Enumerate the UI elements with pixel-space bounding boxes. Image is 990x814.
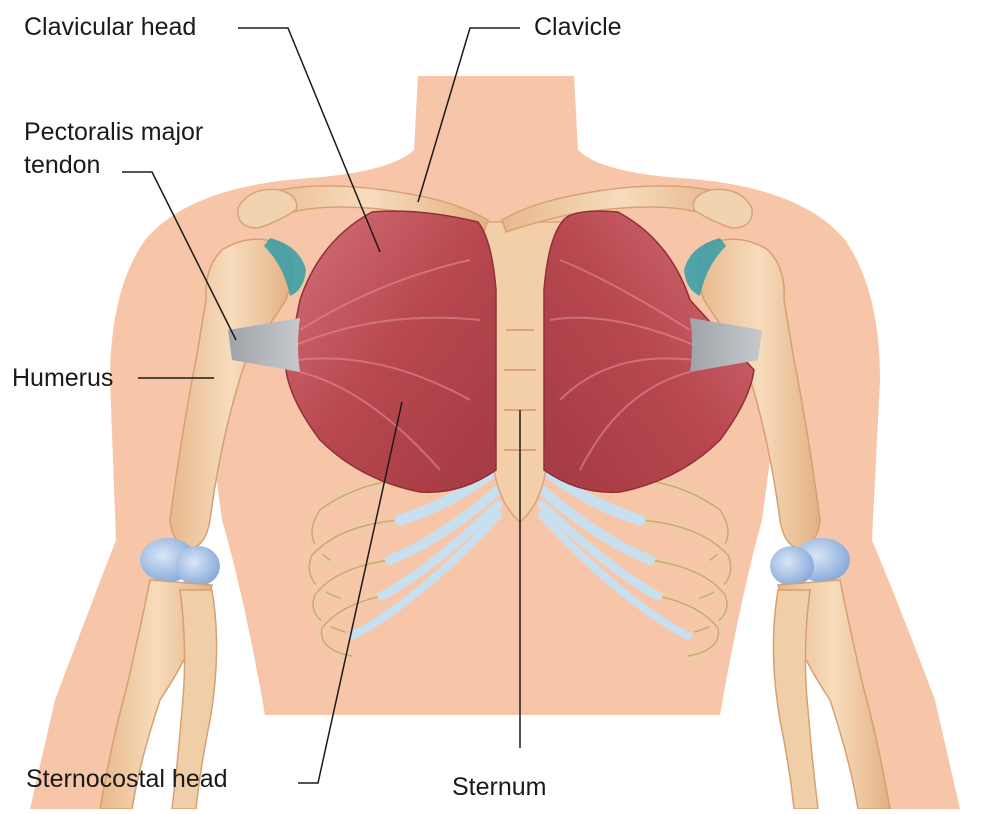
label-pectoralis-line2: tendon [24, 149, 203, 182]
label-pectoralis-major-tendon: Pectoralis major tendon [24, 116, 203, 182]
label-pectoralis-line1: Pectoralis major [24, 116, 203, 149]
label-humerus: Humerus [12, 363, 113, 393]
label-clavicular-head: Clavicular head [24, 12, 196, 42]
label-clavicle: Clavicle [534, 12, 622, 42]
label-sternocostal-head: Sternocostal head [26, 764, 228, 794]
label-sternum: Sternum [452, 772, 546, 802]
